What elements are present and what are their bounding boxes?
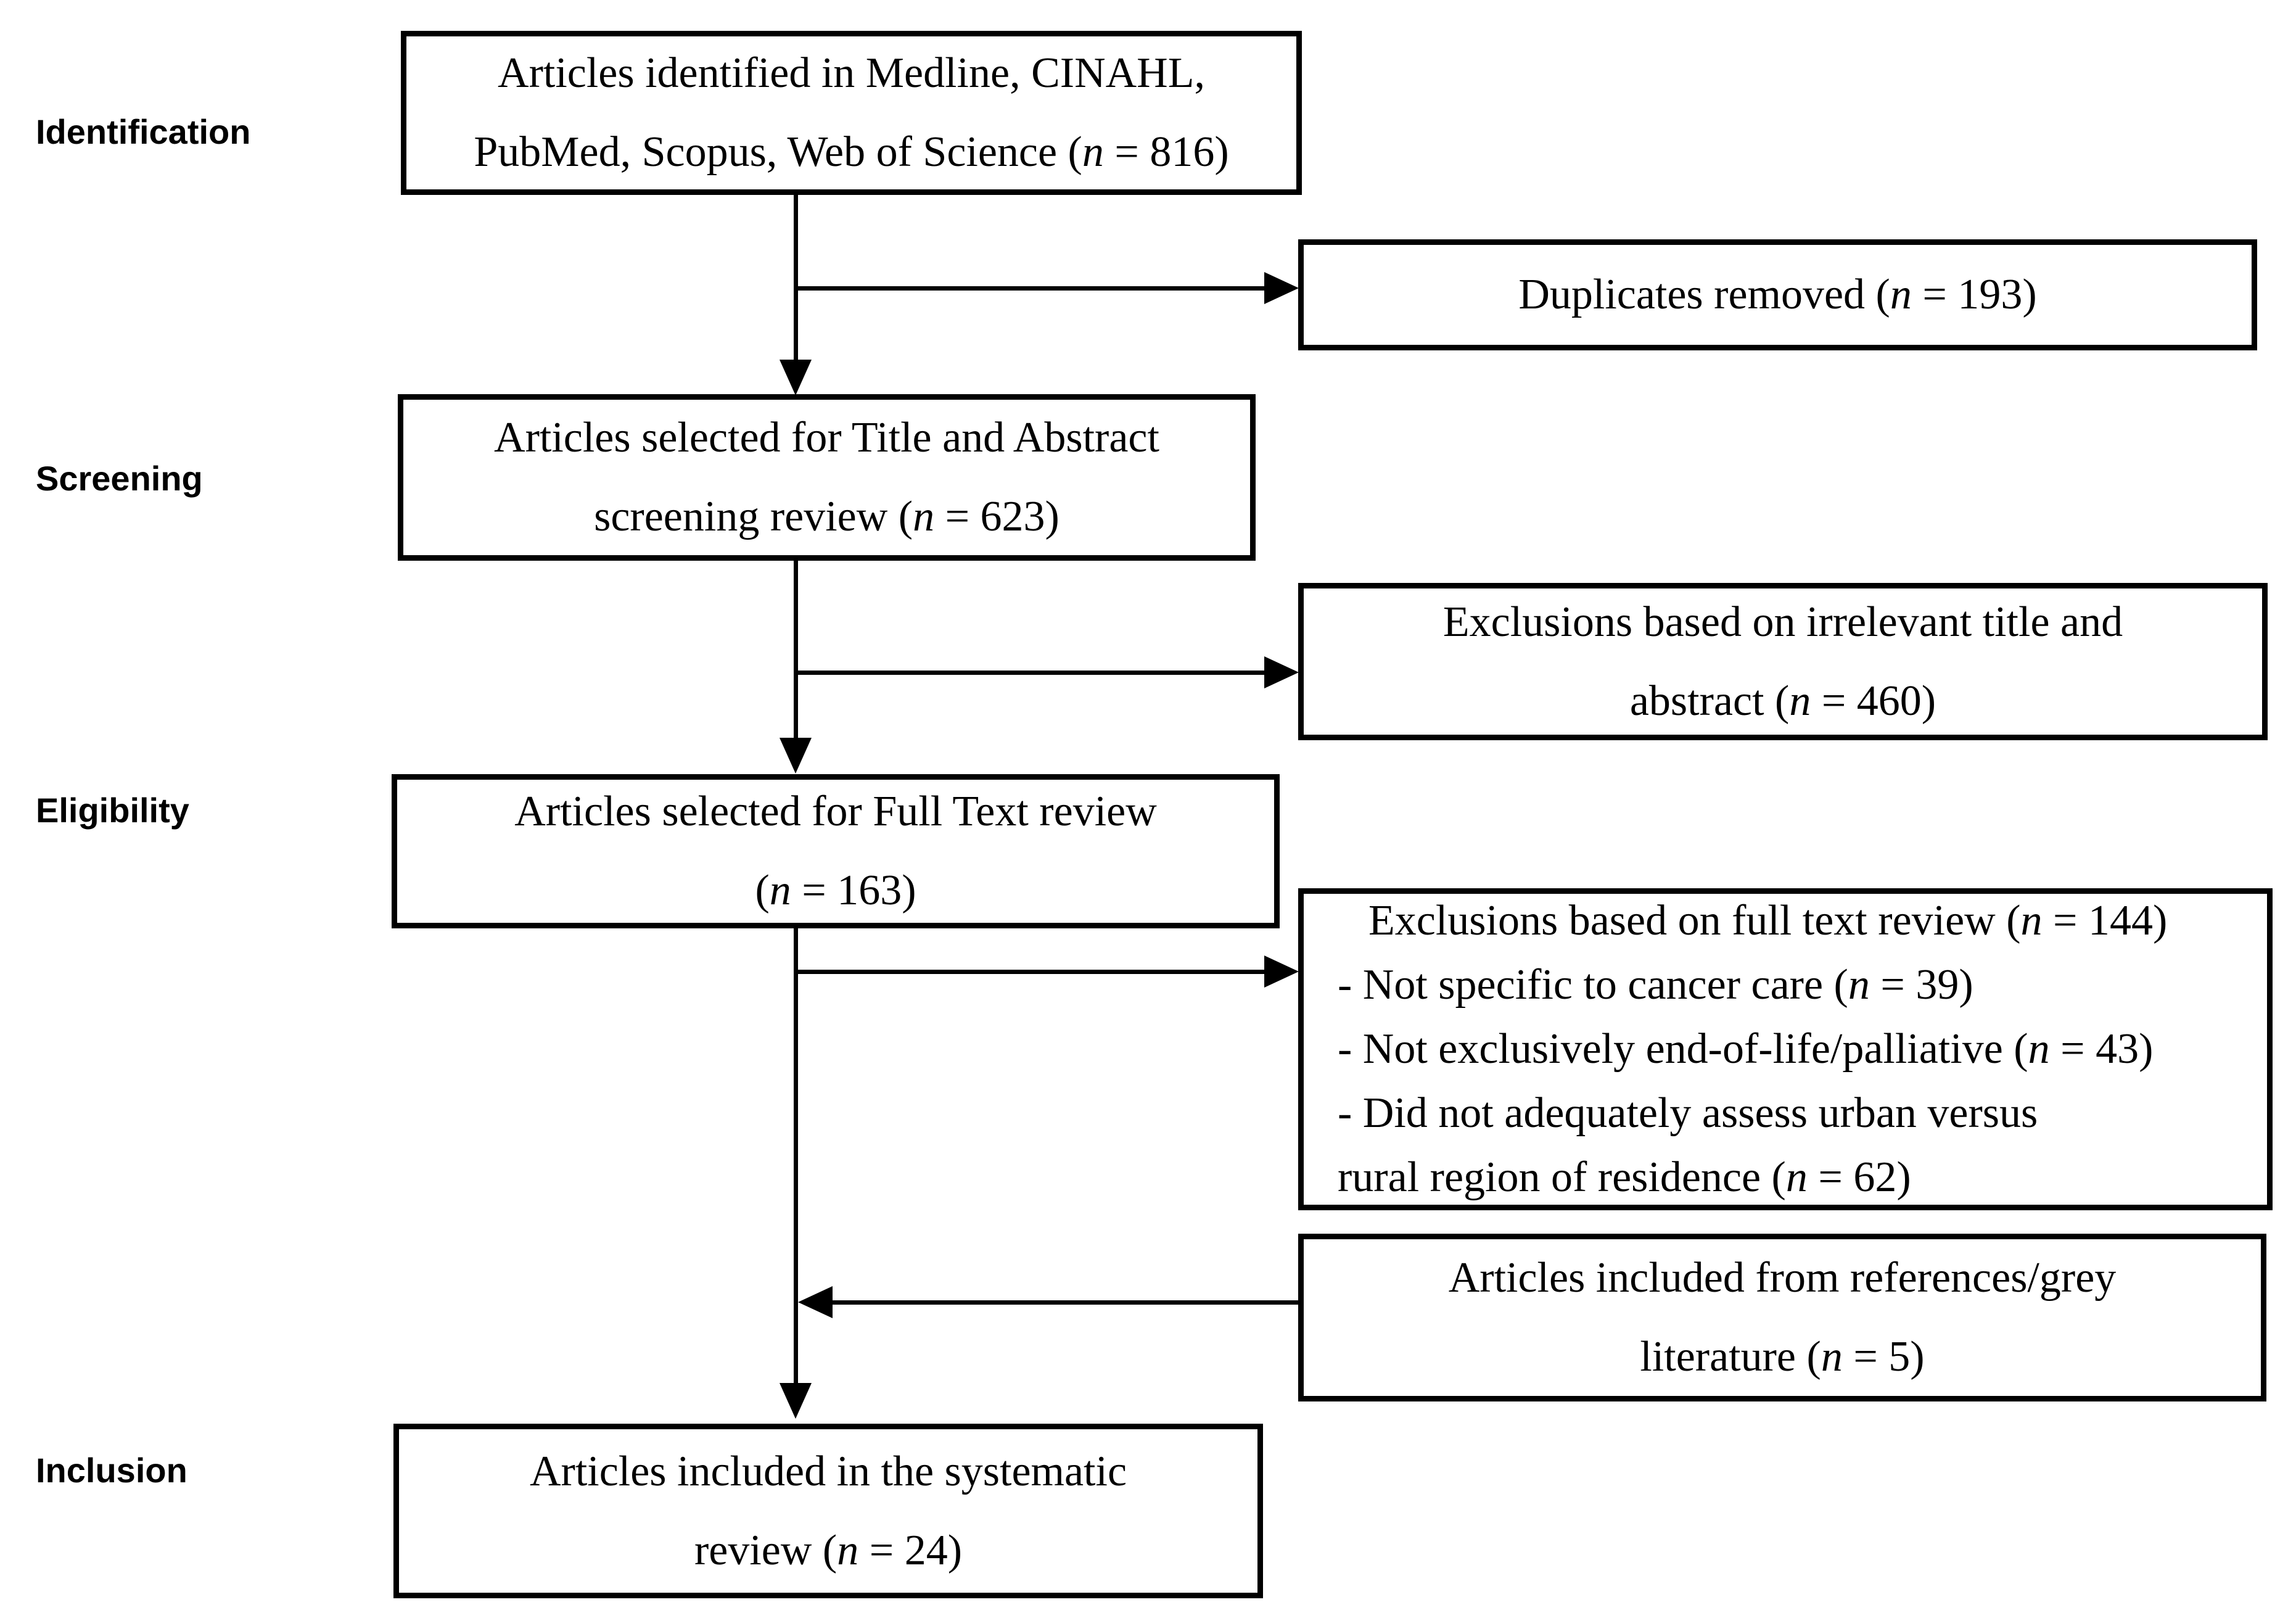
arrow-right-to-title-abstract-exclusions-icon <box>1264 656 1299 688</box>
box-duplicates-removed: Duplicates removed (n = 193) <box>1298 239 2257 350</box>
connector-from-grey-literature-line <box>833 1300 1298 1305</box>
arrow-down-to-included-icon <box>780 1383 812 1419</box>
box-exclusions-full-text: Exclusions based on full text review (n … <box>1298 888 2273 1210</box>
stage-label-inclusion: Inclusion <box>36 1451 187 1490</box>
arrow-down-to-screening-icon <box>780 360 812 395</box>
arrow-down-to-full-text-icon <box>780 738 812 774</box>
stage-label-screening: Screening <box>36 459 203 498</box>
box-articles-identified: Articles identified in Medline, CINAHL,P… <box>401 31 1302 195</box>
connector-to-duplicates-line <box>794 286 1265 291</box>
box-full-text-review: Articles selected for Full Text review(n… <box>392 774 1280 928</box>
arrow-right-to-full-text-exclusions-icon <box>1264 956 1299 988</box>
connector-to-title-abstract-exclusions-line <box>794 671 1265 675</box>
connector-full-text-to-included-line <box>794 928 798 1385</box>
connector-screening-to-eligibility-line <box>794 561 798 740</box>
arrow-right-to-duplicates-icon <box>1264 272 1299 304</box>
box-title-abstract-screening: Articles selected for Title and Abstract… <box>398 394 1256 561</box>
stage-label-eligibility: Eligibility <box>36 791 189 830</box>
arrow-left-from-grey-literature-icon <box>798 1286 833 1318</box>
connector-identified-to-screening-line <box>794 195 798 361</box>
connector-to-full-text-exclusions-line <box>794 970 1265 974</box>
box-exclusions-title-abstract: Exclusions based on irrelevant title and… <box>1298 583 2268 740</box>
stage-label-identification: Identification <box>36 112 251 151</box>
